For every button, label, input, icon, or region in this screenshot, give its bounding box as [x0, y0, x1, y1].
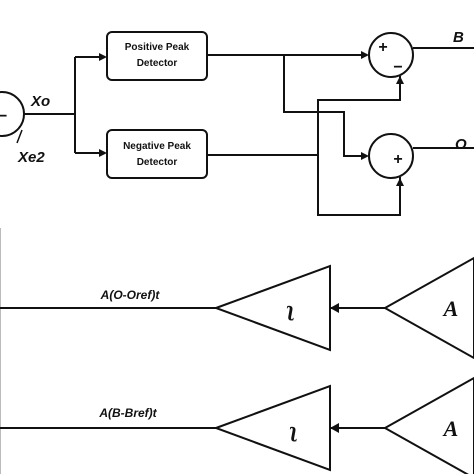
bottom-integrator-triangle: [213, 384, 331, 472]
signal-b: B: [453, 29, 464, 46]
positive-peak-detector-label-line1: Positive Peak: [125, 42, 190, 53]
arrow-to-bottom-summer-bottom: [396, 178, 404, 186]
formula-top: A(O-Oref)t: [100, 288, 161, 302]
top-summing-plus: +: [378, 39, 387, 56]
top-integrator-symbol: ʅ: [287, 296, 294, 321]
bottom-gain-label: A: [442, 416, 459, 441]
bottom-integrator-symbol: ʅ: [290, 417, 297, 442]
arrow-to-top-summer-bottom: [396, 76, 404, 84]
bottom-chain-arrow: [330, 423, 339, 433]
left-summing-minus: −: [0, 108, 7, 125]
signal-o: O: [455, 136, 467, 153]
top-chain-arrow: [330, 303, 339, 313]
signal-xo: Xo: [30, 93, 50, 110]
signal-xe2: Xe2: [17, 149, 45, 166]
negative-peak-detector-label-line2: Detector: [137, 157, 178, 168]
top-integrator-triangle: [213, 264, 331, 352]
xe2-pointer: [16, 129, 23, 144]
top-gain-label: A: [442, 296, 459, 321]
top-gain-triangle: [382, 256, 474, 360]
top-summing-junction: [368, 32, 414, 78]
negative-detector-output: [207, 154, 401, 216]
arrow-to-positive-detector: [99, 53, 107, 61]
arrow-to-top-summer: [361, 51, 369, 59]
negative-peak-detector: [106, 129, 208, 179]
positive-peak-detector: [106, 31, 208, 81]
bottom-gain-triangle: [382, 376, 474, 474]
top-summing-minus: −: [393, 59, 402, 76]
bottom-summing-junction: [368, 133, 414, 179]
positive-peak-detector-label-line2: Detector: [137, 58, 178, 69]
bottom-summing-plus: +: [393, 151, 402, 168]
formula-bottom: A(B-Bref)t: [98, 406, 157, 420]
arrow-to-negative-detector: [99, 149, 107, 157]
positive-detector-to-bottom-summer: [283, 55, 362, 157]
negative-peak-detector-label-line1: Negative Peak: [123, 141, 191, 152]
negative-detector-to-top-summer: [317, 76, 401, 155]
arrow-to-bottom-summer-top: [361, 152, 369, 160]
